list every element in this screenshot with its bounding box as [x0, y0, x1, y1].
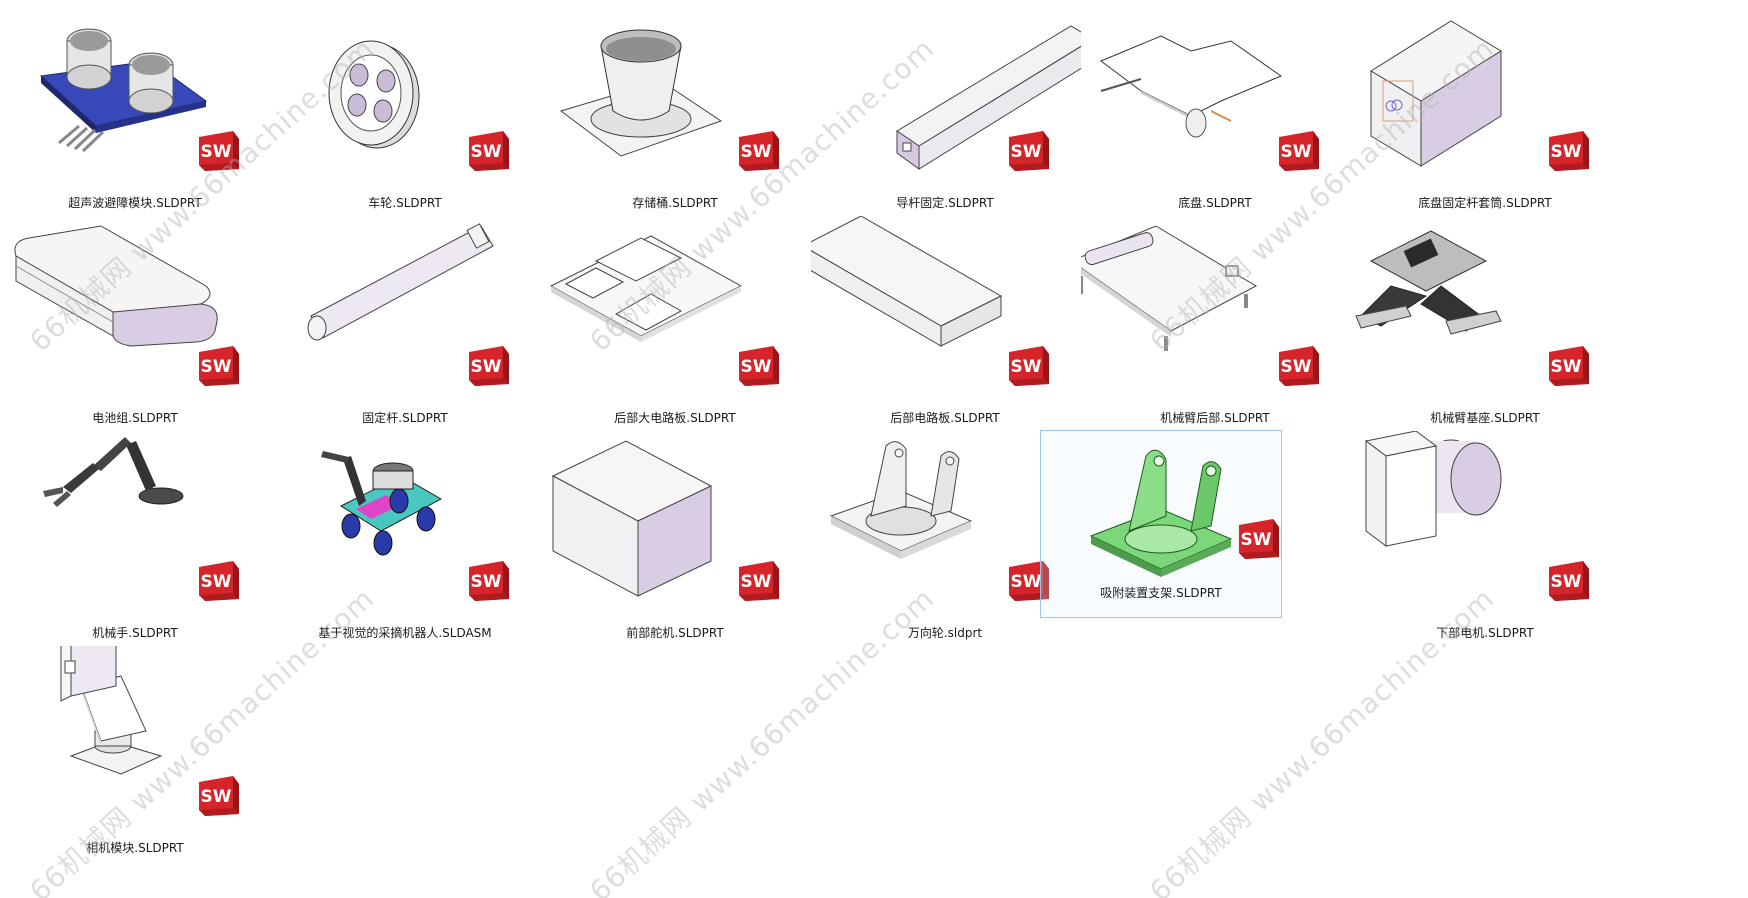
- badge-label: SW: [201, 787, 232, 807]
- solidworks-part-icon: SW: [1549, 131, 1589, 171]
- file-name: 超声波避障模块.SLDPRT: [68, 196, 202, 210]
- solidworks-part-icon: SW: [199, 776, 239, 816]
- battery-pack-thumbnail: [14, 225, 218, 347]
- solidworks-part-icon: SW: [739, 346, 779, 386]
- suction-bracket-thumbnail: [1089, 449, 1233, 577]
- file-name: 万向轮.sldprt: [907, 626, 983, 640]
- badge-label: SW: [471, 572, 502, 592]
- ultrasonic-sensor-thumbnail: [39, 28, 208, 153]
- servo-box-thumbnail: [551, 440, 713, 597]
- solidworks-part-icon: SW: [199, 131, 239, 171]
- solidworks-part-icon: SW: [739, 561, 779, 601]
- file-tile[interactable]: SW 机械臂基座.SLDPRT: [1350, 215, 1620, 427]
- bucket-thumbnail: [559, 29, 723, 157]
- file-tile[interactable]: SW 机械手.SLDPRT: [0, 430, 270, 642]
- file-name: 吸附装置支架.SLDPRT: [1100, 586, 1222, 600]
- file-name: 前部舵机.SLDPRT: [626, 626, 724, 640]
- file-tile[interactable]: SW 机械臂后部.SLDPRT: [1080, 215, 1350, 427]
- file-tile[interactable]: SW 吸附装置支架.SLDPRT: [1040, 430, 1282, 618]
- wheel-thumbnail: [328, 40, 420, 149]
- badge-label: SW: [741, 572, 772, 592]
- file-name: 相机模块.SLDPRT: [86, 841, 184, 855]
- file-name: 底盘固定杆套筒.SLDPRT: [1418, 196, 1552, 210]
- arm-base-thumbnail: [1355, 230, 1502, 335]
- file-name: 机械臂后部.SLDPRT: [1160, 411, 1270, 425]
- chassis-thumbnail: [1100, 35, 1283, 138]
- camera-module-thumbnail: [60, 646, 163, 775]
- badge-label: SW: [471, 357, 502, 377]
- robot-assembly-thumbnail: [321, 451, 443, 556]
- file-tile[interactable]: SW 基于视觉的采摘机器人.SLDASM: [270, 430, 540, 642]
- solidworks-part-icon: SW: [1239, 519, 1279, 559]
- badge-label: SW: [201, 142, 232, 162]
- badge-label: SW: [741, 142, 772, 162]
- badge-label: SW: [741, 357, 772, 377]
- file-name: 基于视觉的采摘机器人.SLDASM: [318, 626, 492, 640]
- rod-thumbnail: [307, 223, 494, 341]
- file-name: 机械手.SLDPRT: [92, 626, 178, 640]
- solidworks-part-icon: SW: [469, 131, 509, 171]
- file-tile[interactable]: SW 固定杆.SLDPRT: [270, 215, 540, 427]
- file-tile[interactable]: SW 存储桶.SLDPRT: [540, 0, 810, 212]
- file-tile[interactable]: SW 底盘.SLDPRT: [1080, 0, 1350, 212]
- solidworks-part-icon: SW: [1549, 346, 1589, 386]
- badge-label: SW: [1551, 572, 1582, 592]
- solidworks-part-icon: SW: [1009, 561, 1049, 601]
- badge-label: SW: [1011, 572, 1042, 592]
- file-tile[interactable]: SW 超声波避障模块.SLDPRT: [0, 0, 270, 212]
- file-tile[interactable]: SW 下部电机.SLDPRT: [1350, 430, 1620, 642]
- file-name: 车轮.SLDPRT: [368, 196, 442, 210]
- file-tile[interactable]: SW 电池组.SLDPRT: [0, 215, 270, 427]
- file-name: 底盘.SLDPRT: [1178, 196, 1252, 210]
- badge-label: SW: [1551, 142, 1582, 162]
- file-tile[interactable]: SW 万向轮.sldprt: [810, 430, 1080, 642]
- box-sleeve-thumbnail: [1370, 20, 1502, 167]
- solidworks-part-icon: SW: [1009, 346, 1049, 386]
- circuit-board-thumbnail: [811, 216, 1003, 347]
- file-tile[interactable]: SW 相机模块.SLDPRT: [0, 645, 270, 857]
- file-name: 导杆固定.SLDPRT: [896, 196, 994, 210]
- file-name: 存储桶.SLDPRT: [632, 196, 718, 210]
- solidworks-part-icon: SW: [1279, 131, 1319, 171]
- file-tile[interactable]: SW 后部电路板.SLDPRT: [810, 215, 1080, 427]
- file-tile[interactable]: SW 前部舵机.SLDPRT: [540, 430, 810, 642]
- badge-label: SW: [201, 357, 232, 377]
- solidworks-part-icon: SW: [199, 561, 239, 601]
- solidworks-part-icon: SW: [1549, 561, 1589, 601]
- solidworks-part-icon: SW: [739, 131, 779, 171]
- motor-thumbnail: [1364, 431, 1502, 547]
- badge-label: SW: [1241, 530, 1272, 550]
- solidworks-part-icon: SW: [469, 346, 509, 386]
- big-circuit-board-thumbnail: [549, 235, 743, 342]
- solidworks-part-icon: SW: [1279, 346, 1319, 386]
- file-name: 下部电机.SLDPRT: [1436, 626, 1534, 640]
- file-tile[interactable]: SW 底盘固定杆套筒.SLDPRT: [1350, 0, 1620, 212]
- caster-wheel-thumbnail: [829, 441, 973, 559]
- badge-label: SW: [471, 142, 502, 162]
- file-name: 固定杆.SLDPRT: [362, 411, 448, 425]
- badge-label: SW: [1011, 357, 1042, 377]
- guide-bar-thumbnail: [896, 25, 1081, 170]
- file-tile[interactable]: SW 导杆固定.SLDPRT: [810, 0, 1081, 212]
- file-name: 电池组.SLDPRT: [92, 411, 178, 425]
- badge-label: SW: [1281, 357, 1312, 377]
- badge-label: SW: [1011, 142, 1042, 162]
- badge-label: SW: [201, 572, 232, 592]
- file-name: 后部电路板.SLDPRT: [890, 411, 1000, 425]
- badge-label: SW: [1551, 357, 1582, 377]
- solidworks-part-icon: SW: [1009, 131, 1049, 171]
- file-name: 机械臂基座.SLDPRT: [1430, 411, 1540, 425]
- file-tile[interactable]: SW 后部大电路板.SLDPRT: [540, 215, 810, 427]
- file-tile[interactable]: SW 车轮.SLDPRT: [270, 0, 540, 212]
- solidworks-part-icon: SW: [469, 561, 509, 601]
- badge-label: SW: [1281, 142, 1312, 162]
- solidworks-part-icon: SW: [199, 346, 239, 386]
- arm-rear-thumbnail: [1081, 225, 1258, 351]
- manipulator-thumbnail: [43, 437, 184, 507]
- file-name: 后部大电路板.SLDPRT: [614, 411, 736, 425]
